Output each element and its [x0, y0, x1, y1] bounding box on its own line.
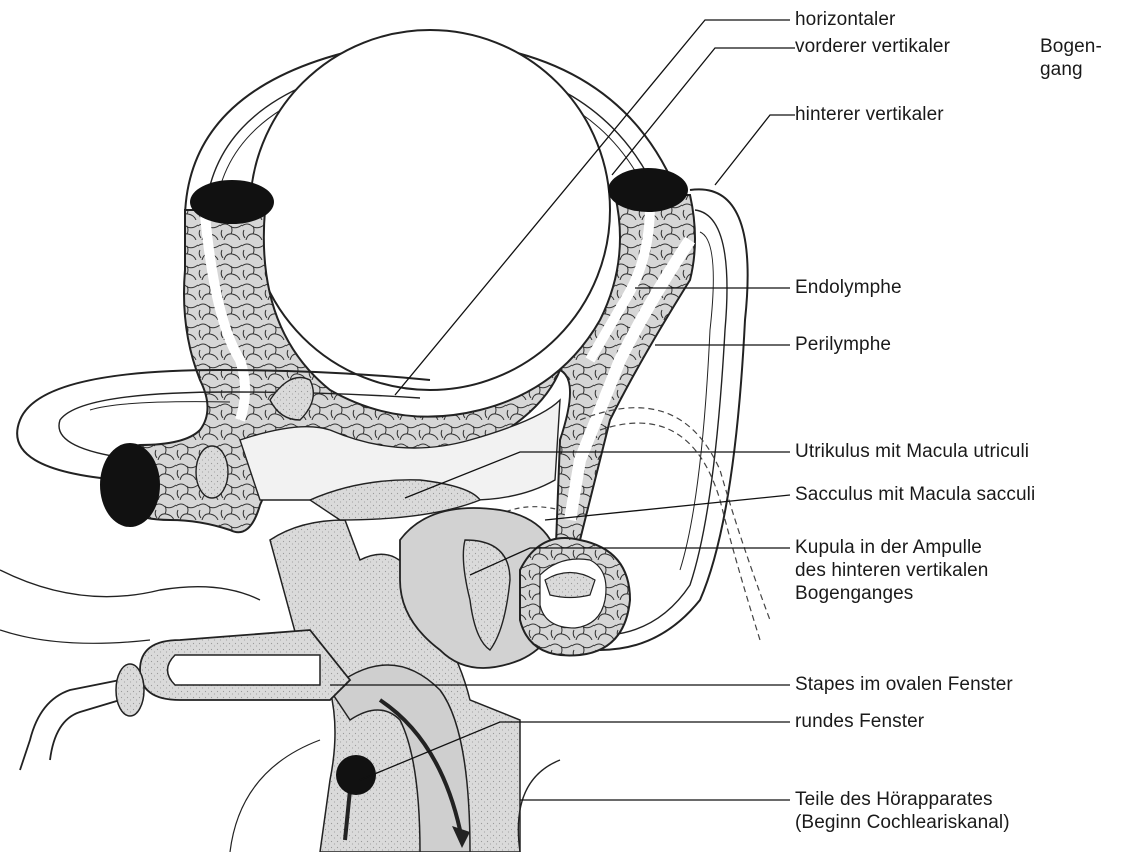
leader-posterior-vertical [715, 115, 795, 185]
label-saccule: Sacculus mit Macula sacculi [795, 483, 1035, 506]
lower-outline [230, 740, 320, 852]
label-round-window: rundes Fenster [795, 710, 924, 733]
label-cupula-line-1: Kupula in der Ampulle [795, 536, 988, 559]
label-cupula-line-3: Bogenganges [795, 582, 988, 605]
label-bogengang-line-1: Bogen- [1040, 35, 1102, 58]
round-window-cap [336, 755, 376, 795]
lateral-ampulla-cupula [196, 446, 228, 498]
label-cupula-line-2: des hinteren vertikalen [795, 559, 988, 582]
label-bogengang: Bogen- gang [1040, 35, 1102, 81]
label-stapes: Stapes im ovalen Fenster [795, 673, 1013, 696]
ampulla-cap-left [190, 180, 274, 224]
label-perilymph: Perilymphe [795, 333, 891, 356]
posterior-cupula [545, 573, 595, 598]
label-hearing-apparatus: Teile des Hörapparates (Beginn Cochleari… [795, 788, 1010, 834]
label-hearing-line-2: (Beginn Cochleariskanal) [795, 811, 1010, 834]
label-posterior-vertical-canal: hinterer vertikaler [795, 103, 944, 126]
tympanic-outline [0, 570, 260, 600]
leader-anterior-vertical [612, 48, 795, 175]
canal-opening [250, 30, 610, 390]
label-hearing-line-1: Teile des Hörapparates [795, 788, 1010, 811]
ampulla-cap-horizontal [100, 443, 160, 527]
membrane-outline [0, 630, 150, 643]
label-horizontal-canal: horizontaler [795, 8, 895, 31]
label-utricle: Utrikulus mit Macula utriculi [795, 440, 1029, 463]
label-cupula: Kupula in der Ampulle des hinteren verti… [795, 536, 988, 605]
label-endolymph: Endolymphe [795, 276, 902, 299]
ampulla-cap-right [608, 168, 688, 212]
cochlea-outline [518, 760, 560, 852]
label-bogengang-line-2: gang [1040, 58, 1102, 81]
label-anterior-vertical-canal: vorderer vertikaler [795, 35, 950, 58]
